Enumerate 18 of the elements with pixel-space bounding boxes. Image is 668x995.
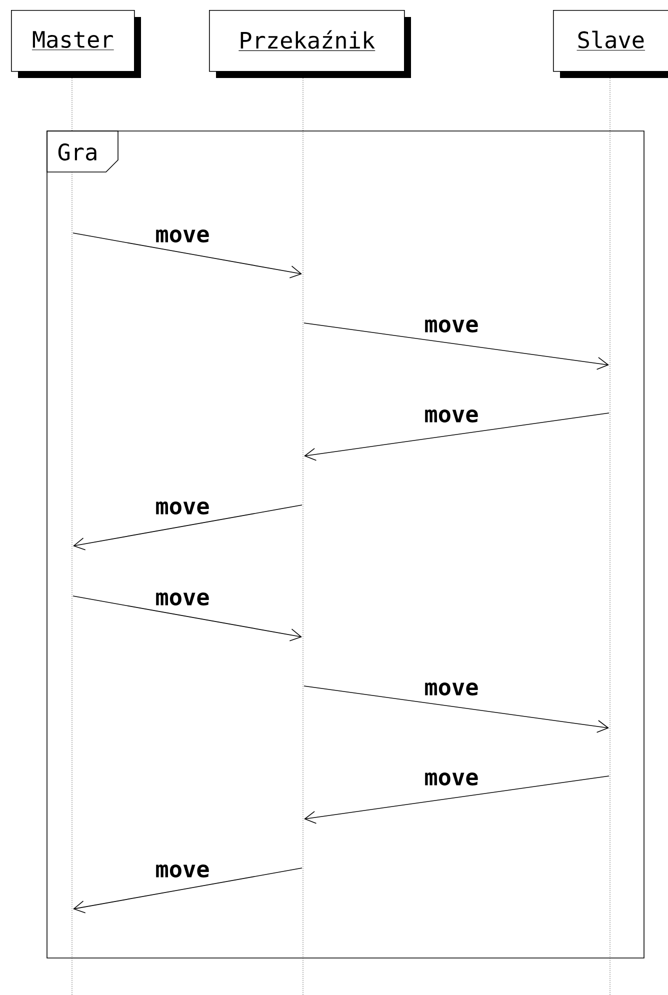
arrow (304, 322, 609, 370)
edge-label: move (154, 863, 212, 879)
edge-label: move (422, 408, 480, 424)
edge-label: move (154, 591, 212, 607)
edge-label: move (154, 228, 212, 244)
arrow (73, 868, 302, 914)
arrow (72, 232, 302, 278)
edge-label: move (422, 771, 480, 787)
participant-box: Przekaźnik (209, 10, 411, 78)
edge-label: move (422, 681, 480, 697)
edge-label: move (154, 500, 212, 516)
participant-box: Master (11, 10, 141, 78)
arrow (304, 776, 610, 824)
arrow (304, 412, 610, 461)
edge-label: move (422, 318, 480, 334)
arrow (73, 504, 302, 550)
arrow (72, 596, 302, 642)
arrow (304, 686, 609, 733)
